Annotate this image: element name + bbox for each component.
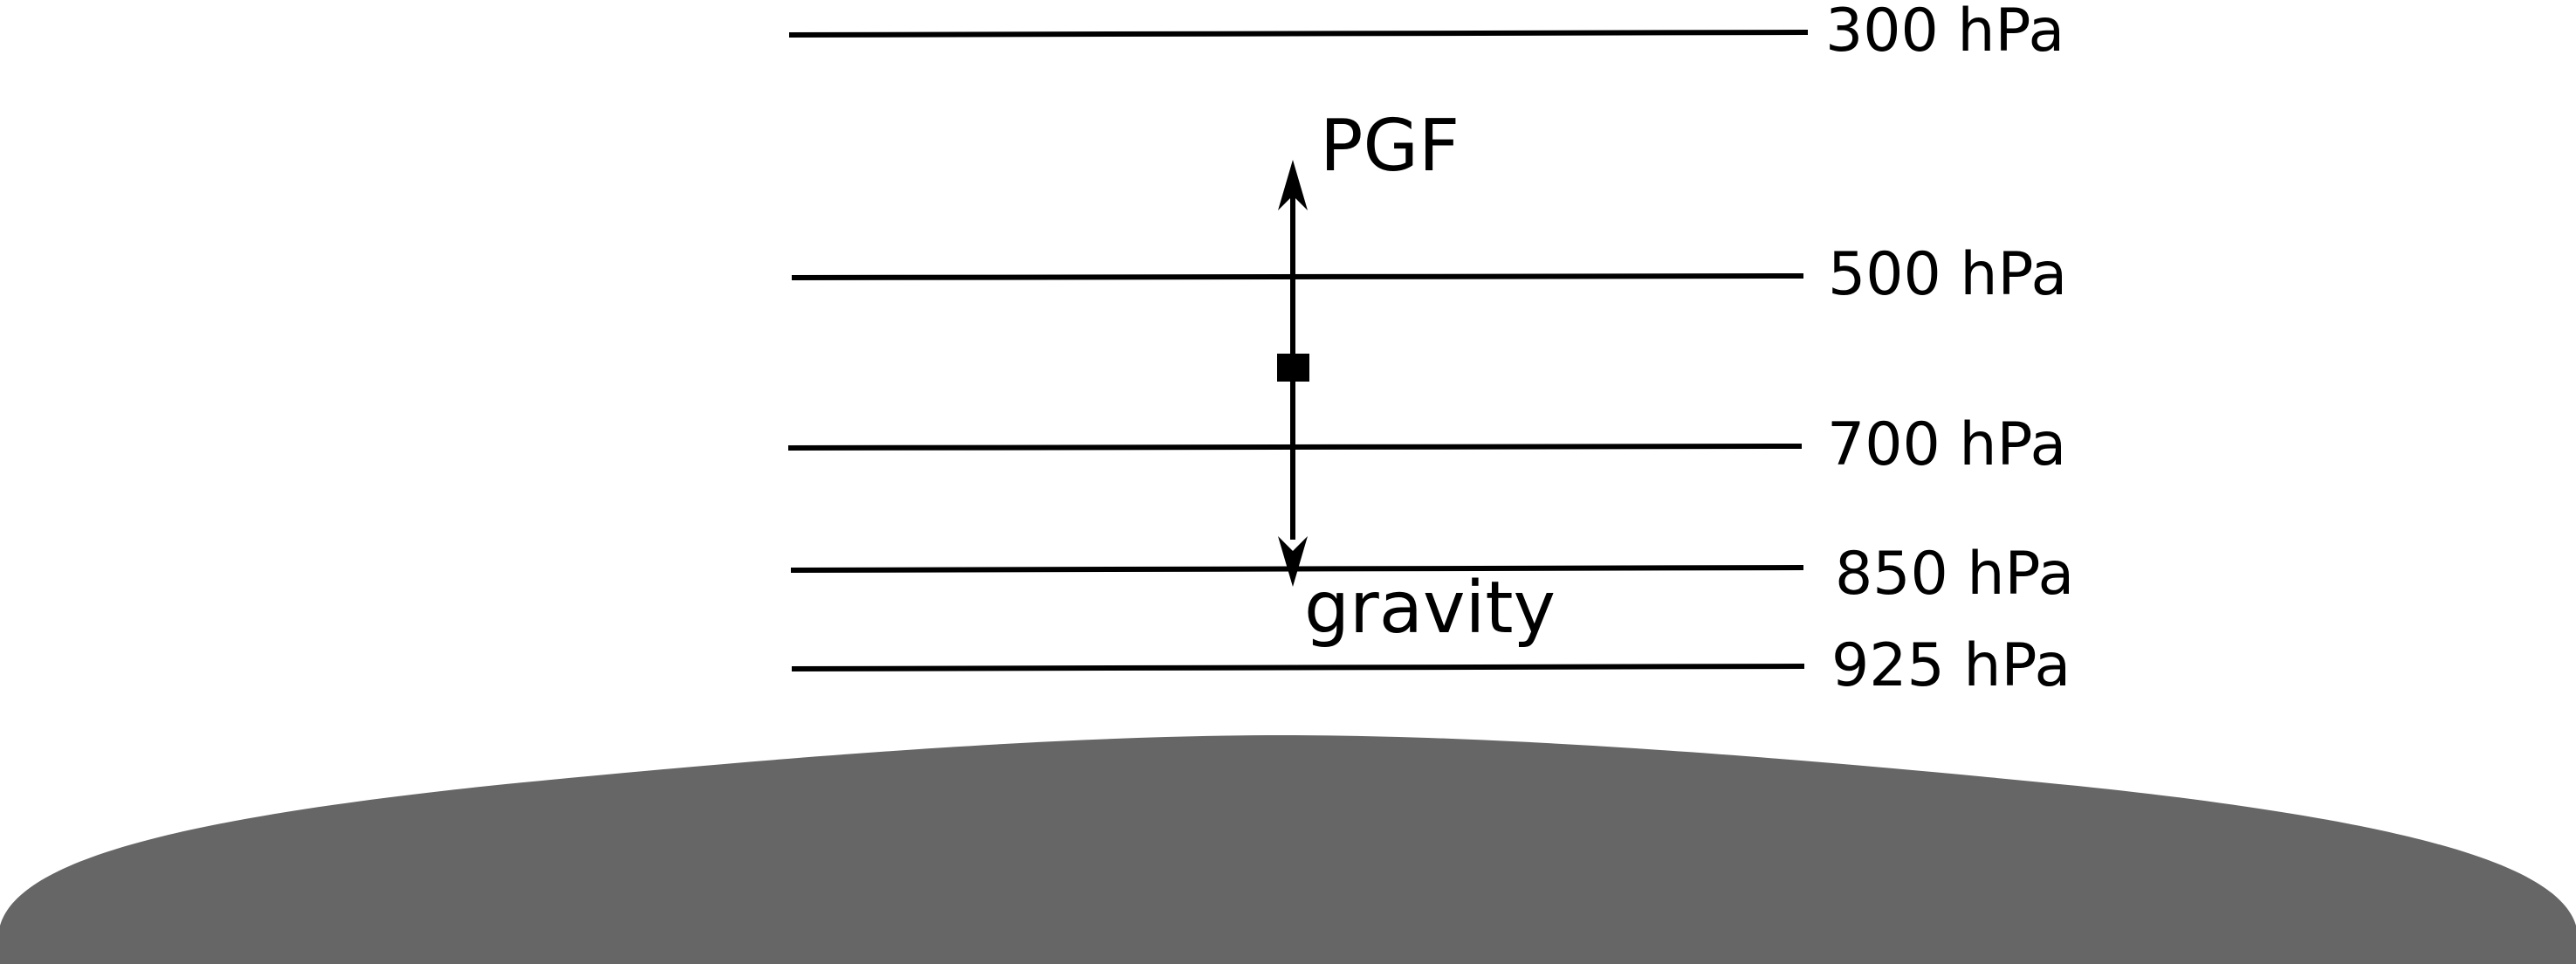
isobar-850-label: 850 hPa — [1835, 540, 2074, 609]
isobar-925-line — [791, 664, 1805, 671]
earth-surface — [0, 735, 2576, 964]
gravity-label: gravity — [1304, 567, 1556, 650]
isobar-500-label: 500 hPa — [1828, 240, 2067, 309]
isobar-700-label: 700 hPa — [1827, 410, 2066, 479]
pgf-label: PGF — [1320, 105, 1460, 188]
pgf-arrowhead — [1278, 160, 1308, 210]
isobar-500-line — [791, 273, 1804, 280]
isobar-300-line — [788, 30, 1809, 38]
isobar-300-label: 300 hPa — [1825, 0, 2064, 65]
gravity-arrowhead — [1278, 536, 1308, 587]
air-parcel — [1277, 354, 1309, 382]
isobar-925-label: 925 hPa — [1831, 631, 2071, 700]
